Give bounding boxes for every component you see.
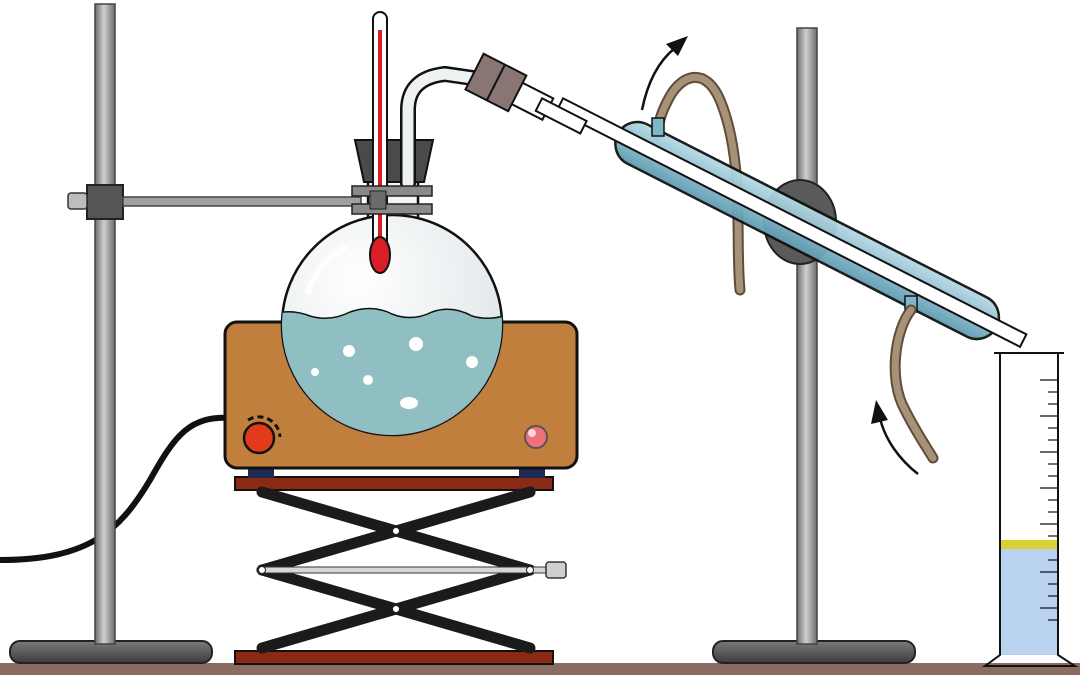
jack-top-plate xyxy=(234,476,554,491)
cylinder-body xyxy=(981,353,1079,667)
condenser-inner-tube xyxy=(555,96,1028,349)
scissor-lab-jack xyxy=(234,476,567,665)
stand-rod-right xyxy=(796,27,818,645)
jack-screw-rod xyxy=(257,566,549,574)
jack-bottom-plate xyxy=(234,650,554,665)
indicator-light xyxy=(524,425,548,449)
flask-highlight xyxy=(305,245,348,295)
cylinder-liquid xyxy=(1000,547,1058,655)
indicator-light-shine xyxy=(528,429,536,437)
flask-stopper xyxy=(353,139,435,183)
hotplate-knob xyxy=(242,421,276,455)
outlet-nozzle xyxy=(651,117,665,137)
flow-arrow-in xyxy=(871,400,919,475)
retort-stand-left xyxy=(9,3,362,664)
thermometer-mercury xyxy=(378,30,382,245)
graduated-cylinder xyxy=(981,352,1079,667)
bubble xyxy=(343,345,355,357)
neck-clamp xyxy=(351,185,433,215)
condenser xyxy=(555,96,1028,349)
flask-liquid xyxy=(282,307,502,435)
bubble xyxy=(363,375,373,385)
rubber-connector xyxy=(464,52,528,113)
flow-arrow-out xyxy=(640,36,688,111)
stand-rod-left xyxy=(94,3,116,645)
knob-dial-arc xyxy=(247,415,282,438)
jack-screw-knob xyxy=(545,561,567,579)
clamp-arm xyxy=(122,196,362,207)
boss-head-left xyxy=(86,184,124,220)
thermometer-bulb xyxy=(369,236,391,274)
retort-stand-right xyxy=(712,27,916,664)
bubble xyxy=(466,356,478,368)
boss-screw-left xyxy=(67,192,88,210)
bubble xyxy=(409,337,423,351)
cylinder-graduations xyxy=(1040,379,1058,621)
lab-bench xyxy=(0,663,1080,675)
power-cable xyxy=(0,414,235,563)
thermometer xyxy=(369,11,391,274)
bubble xyxy=(400,397,418,409)
cylinder-meniscus xyxy=(1000,540,1058,549)
bubble xyxy=(311,368,319,376)
